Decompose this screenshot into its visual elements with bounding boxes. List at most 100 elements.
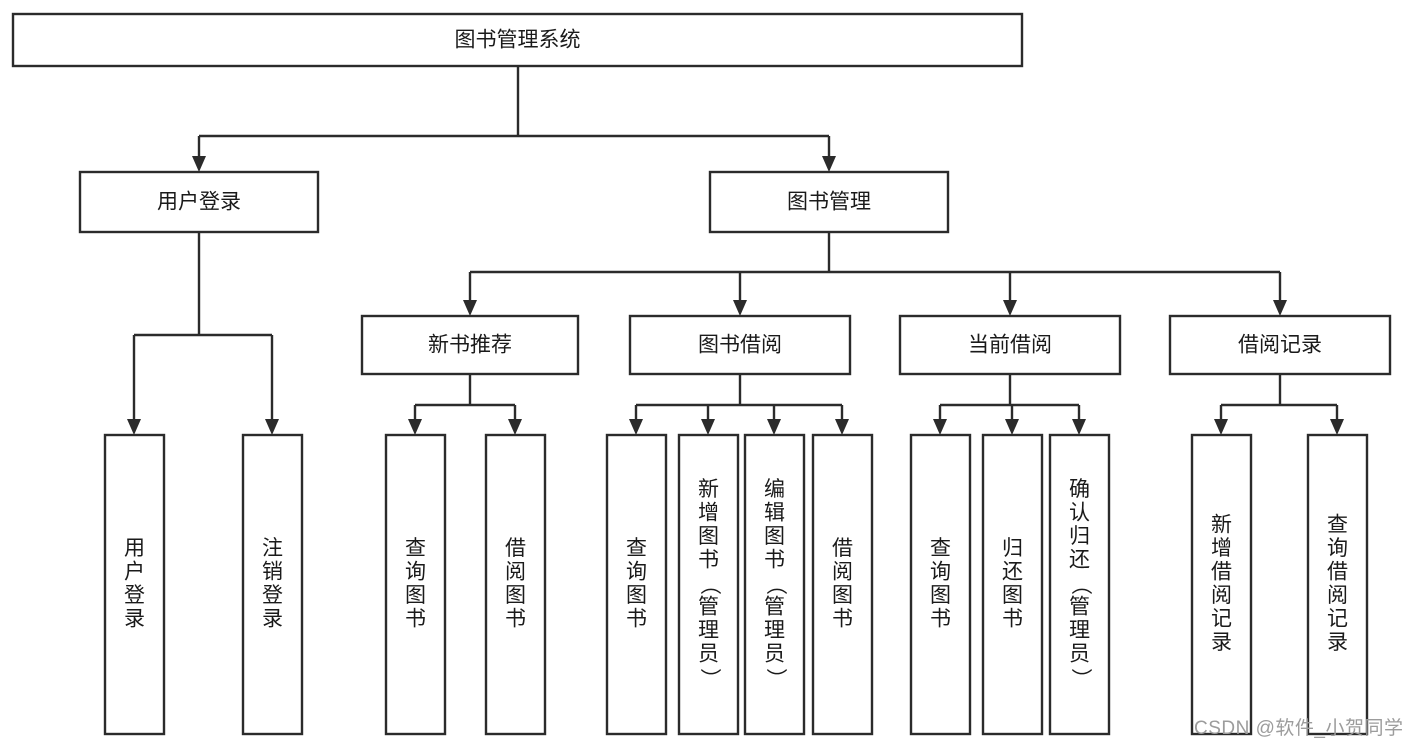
node-label-char: 查 — [1327, 513, 1348, 536]
node-label-char: 还 — [1069, 549, 1090, 572]
arrow-head-icon — [1214, 419, 1228, 435]
node-label-char: 理 — [698, 619, 719, 642]
node-box-借阅图书[interactable] — [484, 433, 547, 736]
node-box-查询图书[interactable] — [909, 433, 972, 736]
node-label-char: 借 — [1327, 560, 1348, 583]
node-level3-1[interactable]: 图书借阅 — [628, 314, 852, 376]
node-label-char: 图 — [832, 584, 853, 607]
node-label-char: 员 — [1069, 643, 1090, 666]
csdn-watermark: CSDN @软件_小贺同学 — [1194, 718, 1404, 739]
node-box-编辑图书管理员[interactable] — [743, 433, 806, 736]
arrow-head-icon — [1003, 300, 1017, 316]
node-label-char: 管 — [698, 596, 719, 619]
node-box-新增借阅记录[interactable] — [1190, 433, 1253, 736]
node-label-char: 理 — [1069, 619, 1090, 642]
node-label-char: 图 — [764, 525, 785, 548]
node-level3-0[interactable]: 新书推荐 — [360, 314, 580, 376]
arrow-head-icon — [127, 419, 141, 435]
node-box-借阅图书[interactable] — [811, 433, 874, 736]
node-label-char: 书 — [698, 549, 719, 572]
node-level3-3[interactable]: 借阅记录 — [1168, 314, 1392, 376]
node-box-查询图书[interactable] — [605, 433, 668, 736]
node-box-用户登录[interactable] — [103, 433, 166, 736]
node-label-char: 员 — [698, 643, 719, 666]
node-label-char: 书 — [405, 607, 426, 630]
node-box-新增图书管理员[interactable] — [677, 433, 740, 736]
node-label-新书推荐: 新书推荐 — [428, 334, 512, 357]
node-box-查询图书[interactable] — [384, 433, 447, 736]
node-box-图书管理[interactable] — [708, 170, 950, 234]
node-label-char: 图 — [405, 584, 426, 607]
arrow-head-icon — [1330, 419, 1344, 435]
node-box-图书借阅[interactable] — [628, 314, 852, 376]
connector-record_to_leaves — [1214, 374, 1344, 435]
node-label-char: （ — [698, 574, 721, 595]
node-label-char: 管 — [764, 596, 785, 619]
node-label-char: 书 — [930, 607, 951, 630]
node-box-图书管理系统[interactable] — [11, 12, 1024, 68]
node-label-图书借阅: 图书借阅 — [698, 334, 782, 357]
node-label-char: 图 — [626, 584, 647, 607]
node-label-char: 借 — [1211, 560, 1232, 583]
node-label-char: 询 — [626, 560, 647, 583]
node-box-归还图书[interactable] — [981, 433, 1044, 736]
node-box-注销登录[interactable] — [241, 433, 304, 736]
node-label-char: 增 — [1211, 537, 1232, 560]
node-label-char: 录 — [1327, 631, 1348, 654]
connector-root_to_level2 — [192, 66, 836, 172]
node-level3-2[interactable]: 当前借阅 — [898, 314, 1122, 376]
node-box-确认归还管理员[interactable] — [1048, 433, 1111, 736]
node-leaf-0[interactable]: 用户登录 — [103, 433, 166, 736]
node-label-用户登录: 用户登录 — [157, 191, 241, 214]
connectors-layer — [127, 66, 1344, 435]
node-label-图书管理系统: 图书管理系统 — [455, 29, 581, 52]
node-label-char: 理 — [764, 619, 785, 642]
nodes-layer: 图书管理系统用户登录图书管理新书推荐图书借阅当前借阅借阅记录用户登录注销登录查询… — [11, 12, 1392, 736]
node-label-char: 书 — [764, 549, 785, 572]
node-label-char: 询 — [930, 560, 951, 583]
node-label-char: 编 — [764, 478, 785, 501]
node-box-当前借阅[interactable] — [898, 314, 1122, 376]
node-box-借阅记录[interactable] — [1168, 314, 1392, 376]
node-label-char: 增 — [698, 502, 719, 525]
node-box-查询借阅记录[interactable] — [1306, 433, 1369, 736]
node-label-char: 还 — [1002, 560, 1023, 583]
arrow-head-icon — [629, 419, 643, 435]
node-label-char: 注 — [262, 537, 283, 560]
connector-manage_to_level3 — [463, 232, 1287, 316]
arrow-head-icon — [192, 156, 206, 172]
node-label-char: 录 — [262, 607, 283, 630]
node-label-char: 录 — [124, 607, 145, 630]
node-label-char: 归 — [1002, 537, 1023, 560]
node-label-char: 销 — [262, 560, 283, 583]
node-label-char: 阅 — [505, 560, 526, 583]
node-label-char: 书 — [1002, 607, 1023, 630]
node-label-char: 图 — [1002, 584, 1023, 607]
node-box-新书推荐[interactable] — [360, 314, 580, 376]
node-level2-0[interactable]: 用户登录 — [78, 170, 320, 234]
node-label-char: 查 — [405, 537, 426, 560]
node-level2-1[interactable]: 图书管理 — [708, 170, 950, 234]
node-label-char: 借 — [832, 537, 853, 560]
node-label-char: 员 — [764, 643, 785, 666]
node-box-用户登录[interactable] — [78, 170, 320, 234]
connector-borrow_to_leaves — [629, 374, 849, 435]
node-label-char: 图 — [505, 584, 526, 607]
node-root-0[interactable]: 图书管理系统 — [11, 12, 1024, 68]
arrow-head-icon — [733, 300, 747, 316]
node-label-char: 登 — [124, 584, 145, 607]
node-label-char: 书 — [505, 607, 526, 630]
